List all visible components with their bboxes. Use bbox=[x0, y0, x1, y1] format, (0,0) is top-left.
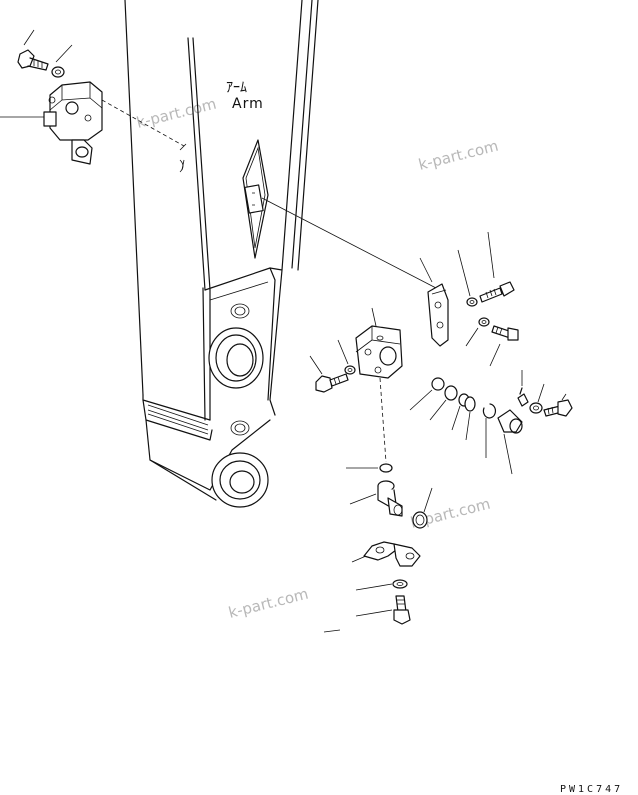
clamp bbox=[351, 541, 421, 567]
plug bbox=[497, 409, 523, 475]
arm-boom bbox=[124, 0, 319, 501]
o-ring-lower bbox=[346, 463, 393, 473]
washer-top-left bbox=[51, 66, 65, 78]
elbow-fitting bbox=[349, 480, 403, 517]
arm-pin-boss-lower bbox=[211, 420, 269, 508]
washer-bracket-2 bbox=[465, 317, 490, 347]
arm-label-en: Arm bbox=[232, 96, 264, 112]
bolt-lower bbox=[355, 595, 411, 625]
valve-block bbox=[355, 307, 403, 379]
centerline-down bbox=[379, 377, 387, 463]
arm-label-jp: ｱｰﾑ bbox=[226, 80, 247, 96]
bracket bbox=[419, 257, 449, 347]
fitting-ring bbox=[412, 487, 433, 529]
washer-right bbox=[529, 383, 545, 414]
snap-ring bbox=[482, 403, 497, 458]
washer-bracket-1 bbox=[457, 249, 478, 307]
o-ring-1 bbox=[409, 377, 445, 411]
bolt-bracket-2 bbox=[489, 325, 519, 367]
watermark-4: k-part.com bbox=[227, 585, 311, 622]
watermark-2: k-part.com bbox=[417, 137, 501, 174]
o-ring-4 bbox=[464, 396, 476, 441]
arm-pin-boss-upper bbox=[208, 303, 264, 389]
valve-assembly-top-left bbox=[0, 29, 187, 173]
o-ring-2 bbox=[429, 385, 458, 421]
washer-block bbox=[337, 339, 356, 375]
watermark-1: k-part.com bbox=[135, 95, 219, 132]
bolt-bracket-1 bbox=[479, 231, 515, 303]
bolt-right bbox=[543, 393, 573, 417]
pin-small bbox=[517, 370, 529, 407]
bolt-top-left bbox=[17, 49, 49, 71]
bolt-block bbox=[309, 355, 349, 393]
figure-code: PW1C747 bbox=[560, 784, 623, 795]
leader-arm-to-bracket bbox=[261, 197, 437, 289]
leader-stub bbox=[323, 629, 341, 633]
washer-lower bbox=[355, 579, 408, 591]
